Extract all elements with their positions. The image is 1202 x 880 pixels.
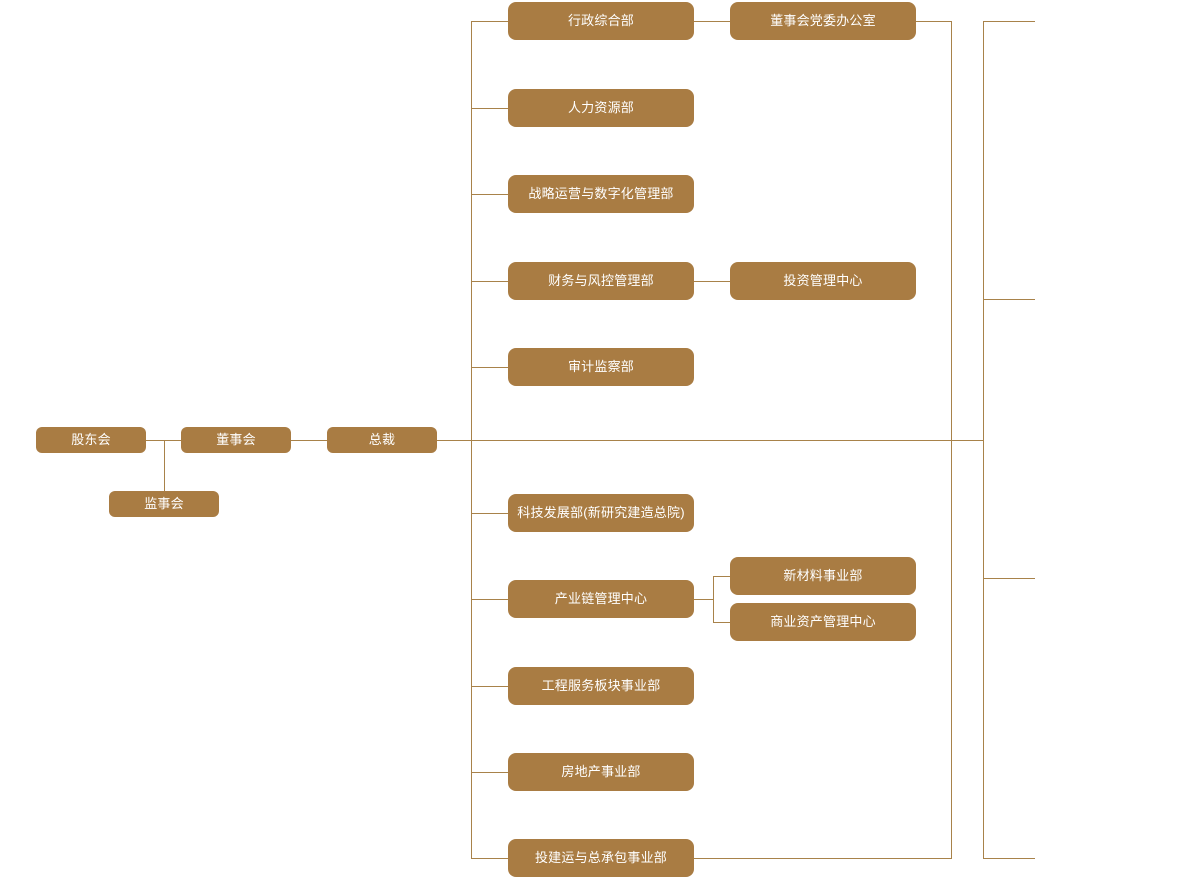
node-hr[interactable]: 人力资源部 (508, 89, 694, 127)
stub-audit (471, 367, 509, 368)
stub-tech (471, 513, 509, 514)
node-admin[interactable]: 行政综合部 (508, 2, 694, 40)
connector-industry-chain-out (694, 599, 714, 600)
connector-new-materials (713, 576, 731, 577)
node-board[interactable]: 董事会 (181, 427, 291, 453)
connector-industry-chain-split (713, 576, 714, 623)
outer-bracket-stub-2 (983, 299, 1035, 300)
node-engineering[interactable]: 工程服务板块事业部 (508, 667, 694, 705)
outer-bracket-stub-1 (983, 21, 1035, 22)
node-supervisors[interactable]: 监事会 (109, 491, 219, 517)
node-tech[interactable]: 科技发展部(新研究建造总院) (508, 494, 694, 532)
connector-admin-party-office (694, 21, 731, 22)
stub-finance (471, 281, 509, 282)
stub-engineering (471, 686, 509, 687)
node-audit[interactable]: 审计监察部 (508, 348, 694, 386)
node-president[interactable]: 总裁 (327, 427, 437, 453)
connector-finance-invest-center (694, 281, 731, 282)
node-party-office[interactable]: 董事会党委办公室 (730, 2, 916, 40)
node-invest-center[interactable]: 投资管理中心 (730, 262, 916, 300)
stub-strategy (471, 194, 509, 195)
rail-subunits-top-stub (915, 21, 952, 22)
stub-invest-build (471, 858, 509, 859)
stub-hr (471, 108, 509, 109)
connector-board-president (291, 440, 327, 441)
connector-commercial-assets (713, 622, 731, 623)
node-strategy[interactable]: 战略运营与数字化管理部 (508, 175, 694, 213)
stub-admin (471, 21, 509, 22)
node-industry-chain[interactable]: 产业链管理中心 (508, 580, 694, 618)
node-invest-build[interactable]: 投建运与总承包事业部 (508, 839, 694, 877)
stub-realestate (471, 772, 509, 773)
outer-bracket-stub-3 (983, 578, 1035, 579)
node-commercial-assets[interactable]: 商业资产管理中心 (730, 603, 916, 641)
node-new-materials[interactable]: 新材料事业部 (730, 557, 916, 595)
node-realestate[interactable]: 房地产事业部 (508, 753, 694, 791)
outer-bracket-stub-4 (983, 858, 1035, 859)
rail-subunits-bottom-stub (694, 858, 952, 859)
rail-outer-bracket (983, 21, 984, 859)
connector-president-rail (437, 440, 984, 441)
rail-subunits (951, 21, 952, 858)
rail-departments-main (471, 21, 472, 859)
stub-industry-chain (471, 599, 509, 600)
node-finance[interactable]: 财务与风控管理部 (508, 262, 694, 300)
connector-supervisors-vertical (164, 440, 165, 504)
node-shareholders[interactable]: 股东会 (36, 427, 146, 453)
